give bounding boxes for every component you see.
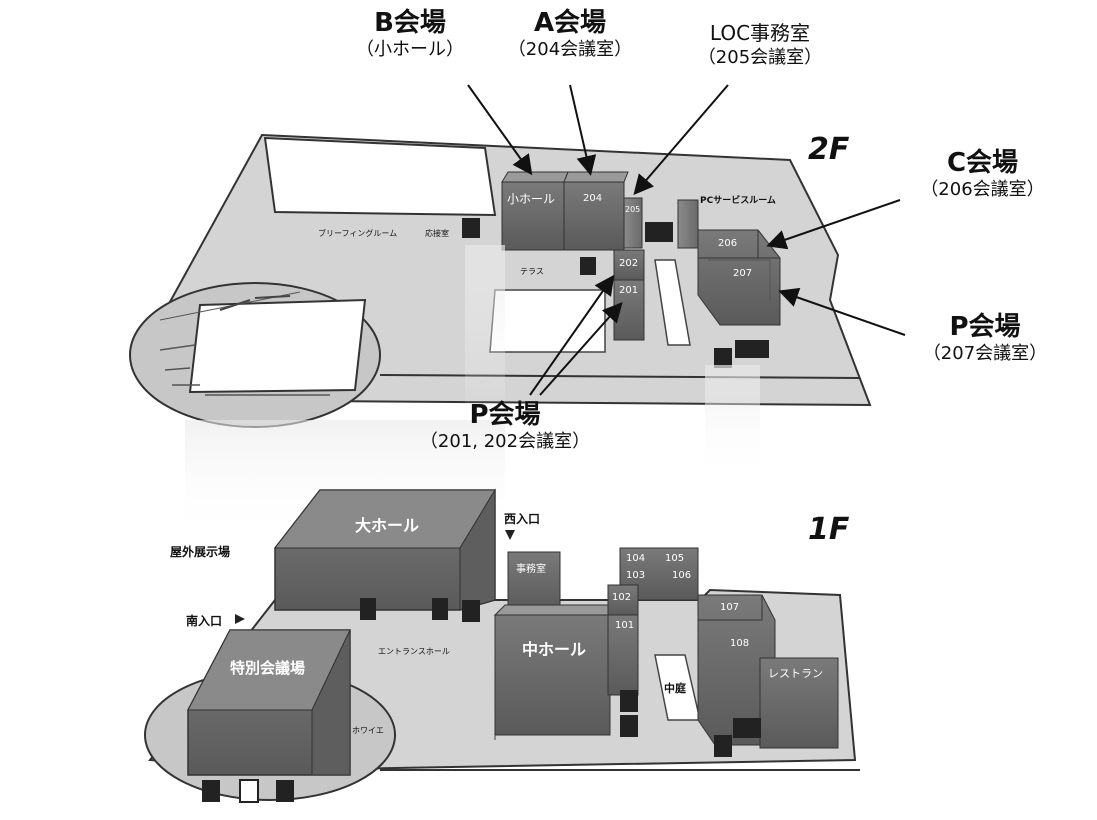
floor-label-1f: 1F xyxy=(808,512,850,547)
label-west-entrance: 西入口 xyxy=(504,512,541,526)
room-label-204: 204 xyxy=(583,193,603,204)
room-label-202: 202 xyxy=(619,258,639,269)
room-204 xyxy=(563,171,629,251)
label-reception: 応接室 xyxy=(425,229,449,238)
label-entrance-hall: エントランスホール xyxy=(378,647,450,656)
callout-p207-title: P会場 xyxy=(949,312,1021,342)
room-label-restaurant: レストラン xyxy=(768,667,823,680)
room-label-104: 104 xyxy=(626,553,646,564)
room-small-hall xyxy=(501,171,569,251)
room-102 xyxy=(607,584,639,616)
room-label-office: 事務室 xyxy=(516,564,546,575)
callout-p207-sub: （207会議室） xyxy=(922,343,1048,364)
callout-c-sub: （206会議室） xyxy=(920,179,1045,200)
label-south-entrance: 南入口 xyxy=(186,614,223,628)
callout-p-venue-201-202: P会場 （201, 202会議室） xyxy=(405,400,605,454)
callout-loc-sub: （205会議室） xyxy=(697,47,823,68)
south-entrance-arrow xyxy=(235,614,245,624)
callout-loc-office: LOC事務室 （205会議室） xyxy=(680,20,840,70)
room-medium-hall xyxy=(493,604,620,736)
callout-c-title: C会場 xyxy=(946,148,1019,178)
room-label-special-conference: 特別会議場 xyxy=(230,659,306,677)
room-label-206: 206 xyxy=(718,238,738,249)
room-206-207 xyxy=(697,229,781,326)
callout-p201-title: P会場 xyxy=(469,400,541,430)
label-pc-service: PCサービスルーム xyxy=(700,196,776,206)
label-briefing: ブリーフィングルーム xyxy=(318,229,398,238)
label-terrace: テラス xyxy=(520,267,544,276)
room-label-medium-hall: 中ホール xyxy=(522,640,587,659)
void-upper-left xyxy=(263,136,497,217)
callout-p201-sub: （201, 202会議室） xyxy=(419,431,591,452)
callout-b-title: B会場 xyxy=(374,8,446,38)
room-label-205: 205 xyxy=(625,205,641,214)
callout-p-venue-207: P会場 （207会議室） xyxy=(905,312,1065,366)
floor-2f xyxy=(129,133,872,428)
room-label-102: 102 xyxy=(612,592,632,603)
callout-a-sub: （204会議室） xyxy=(507,39,633,60)
room-label-107: 107 xyxy=(720,602,740,613)
room-label-courtyard: 中庭 xyxy=(664,682,686,695)
label-foyer: ホワイエ xyxy=(352,726,384,735)
callout-a-title: A会場 xyxy=(533,8,607,38)
room-label-207: 207 xyxy=(733,268,753,279)
room-label-108: 108 xyxy=(730,638,750,649)
callout-b-venue: B会場 （小ホール） xyxy=(330,8,490,62)
callout-c-venue: C会場 （206会議室） xyxy=(900,148,1065,202)
room-101 xyxy=(607,614,639,696)
room-special-conference xyxy=(187,629,351,776)
room-label-101: 101 xyxy=(615,620,635,631)
room-label-103: 103 xyxy=(626,570,646,581)
room-label-106: 106 xyxy=(672,570,692,581)
floor-1f xyxy=(144,488,860,803)
west-entrance-arrow xyxy=(505,530,515,540)
floor-label-2f: 2F xyxy=(808,132,850,167)
callout-arrows xyxy=(467,84,906,396)
callout-a-venue: A会場 （204会議室） xyxy=(490,8,650,62)
room-label-201: 201 xyxy=(619,285,639,296)
room-205 xyxy=(623,197,643,249)
room-label-large-hall: 大ホール xyxy=(355,516,420,535)
callout-loc-title: LOC事務室 xyxy=(709,21,811,45)
room-restaurant xyxy=(759,657,839,749)
pc-room-block xyxy=(677,199,699,249)
callout-b-sub: （小ホール） xyxy=(356,39,464,60)
room-label-105: 105 xyxy=(665,553,685,564)
room-label-small-hall: 小ホール xyxy=(507,192,556,206)
label-outdoor-exhibit: 屋外展示場 xyxy=(170,545,231,559)
room-large-hall xyxy=(273,488,496,611)
